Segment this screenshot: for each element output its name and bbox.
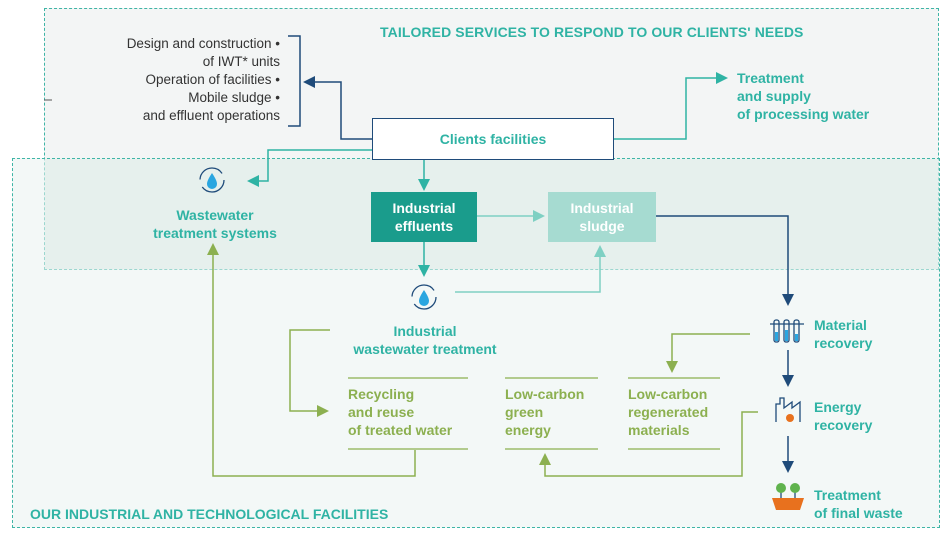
wastewater-systems-label: Wastewater treatment systems — [153, 207, 277, 241]
service-item: of IWT* units — [202, 54, 280, 69]
test-tubes-icon — [770, 319, 804, 343]
overlap-region — [45, 159, 938, 269]
low-carbon-materials-label: Low-carbon regenerated materials — [628, 386, 709, 438]
facilities-title: OUR INDUSTRIAL AND TECHNOLOGICAL FACILIT… — [30, 506, 389, 522]
low-carbon-energy-label: Low-carbon green energy — [505, 386, 585, 438]
water-cycle-icon — [411, 284, 437, 310]
arrow-material-lcmat — [666, 333, 750, 373]
services-list: Design and construction • of IWT* units … — [20, 35, 280, 125]
material-recovery-label: Material recovery — [814, 317, 873, 351]
service-item: and effluent operations — [142, 108, 280, 123]
water-cycle-icon — [199, 167, 225, 193]
recycling-label: Recycling and reuse of treated water — [348, 386, 453, 438]
plants-icon — [772, 483, 804, 510]
arrow-iwt-sludge — [455, 245, 606, 293]
service-item: Design and construction • — [126, 36, 280, 51]
final-waste-label: Treatment of final waste — [814, 487, 903, 521]
service-item: Mobile sludge • — [188, 90, 280, 105]
clients-facilities-box: Clients facilities — [372, 118, 614, 160]
arrow-recycling-wastewater — [207, 243, 416, 477]
energy-recovery-label: Energy recovery — [814, 399, 873, 433]
arrow-sludge-material — [656, 215, 794, 306]
services-bracket — [288, 35, 301, 127]
arrow-energy-lcenergy — [539, 411, 758, 477]
arrow-clients-services — [303, 76, 372, 140]
arrow-clients-wastewater — [247, 149, 372, 187]
service-item: Operation of facilities • — [145, 72, 280, 87]
output-dividers — [348, 377, 720, 450]
services-title: TAILORED SERVICES TO RESPOND TO OUR CLIE… — [380, 24, 804, 40]
iwt-label: Industrial wastewater treatment — [353, 323, 497, 357]
arrow-clients-supply — [614, 72, 728, 140]
treatment-supply-label: Treatment and supply of processing water — [737, 70, 870, 122]
factory-icon — [775, 397, 801, 422]
arrow-iwt-recycling — [289, 329, 330, 417]
